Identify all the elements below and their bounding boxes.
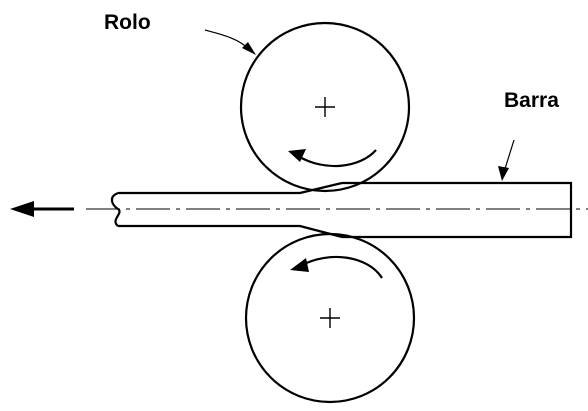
roll-leader-arrowhead xyxy=(242,42,256,55)
top-roll-arrowhead xyxy=(288,149,306,162)
bar-break-end xyxy=(110,191,121,227)
bottom-roll-center-mark xyxy=(320,308,340,328)
roll-label: Rolo xyxy=(104,11,151,34)
bar-label: Barra xyxy=(504,89,559,112)
bar-outline xyxy=(342,181,573,239)
top-roll-center-mark xyxy=(315,97,335,117)
bar-leader-arrowhead xyxy=(498,166,509,181)
bottom-roll-arrowhead xyxy=(290,258,309,272)
exit-arrowhead xyxy=(10,201,34,217)
bar-leader-line xyxy=(503,139,515,173)
top-roll xyxy=(239,21,411,193)
bottom-roll xyxy=(244,232,416,404)
top-roll-rotation-arrow xyxy=(297,149,377,168)
bottom-roll-rotation-arrow xyxy=(299,255,383,279)
bar-rolled-section xyxy=(118,181,343,239)
